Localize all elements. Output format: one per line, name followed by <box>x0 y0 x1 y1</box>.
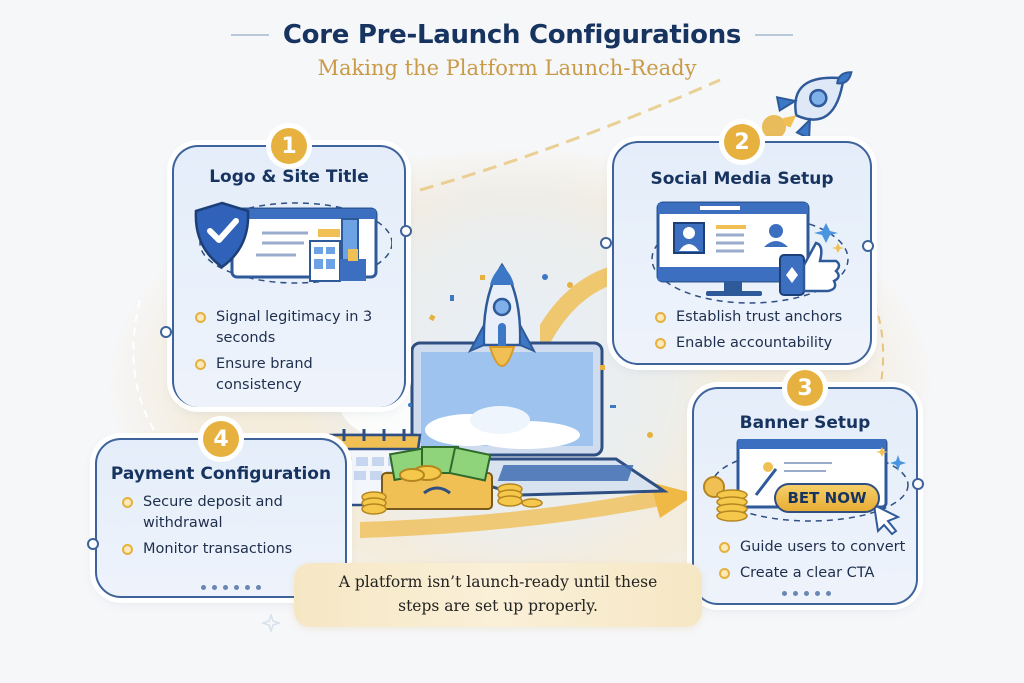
bullet-item: Create a clear CTA <box>716 563 916 584</box>
connector-node <box>862 240 874 252</box>
page-title: Core Pre-Launch Configurations <box>282 20 742 50</box>
bullet-item: Secure deposit and withdrawal <box>119 492 339 534</box>
laptop-rocket-calendar-cash-icon <box>320 262 669 515</box>
connector-node <box>160 326 172 338</box>
connector-node <box>912 478 924 490</box>
bullet-list: Establish trust anchors Enable accountab… <box>652 307 872 359</box>
bullet-item: Enable accountability <box>652 333 872 354</box>
title-rule-right <box>755 34 794 36</box>
rocket-icon <box>762 71 853 140</box>
connector-node <box>87 538 99 550</box>
step-badge-1: 1 <box>271 128 307 164</box>
bet-now-button[interactable]: BET NOW <box>774 483 880 513</box>
bullet-dot-icon <box>195 359 206 370</box>
page-subtitle: Making the Platform Launch-Ready <box>317 56 697 80</box>
card-title: Social Media Setup <box>650 169 834 189</box>
bullet-item: Establish trust anchors <box>652 307 872 328</box>
bullet-item: Signal legitimacy in 3 seconds <box>192 307 402 349</box>
title-rule-left <box>230 34 269 36</box>
bullet-item: Monitor transactions <box>119 539 339 560</box>
card-logo-site-title: 1 Logo & Site Title Signal legitimacy in… <box>172 128 406 407</box>
card-payment-configuration: 4 Payment Configuration Secure deposit a… <box>95 421 347 598</box>
pagination-dots <box>201 585 261 590</box>
bullet-dot-icon <box>655 312 666 323</box>
footer-note-line-1: A platform isn’t launch-ready until thes… <box>338 573 658 591</box>
bullet-dot-icon <box>655 338 666 349</box>
bullet-dot-icon <box>719 568 730 579</box>
bullet-list: Guide users to convert Create a clear CT… <box>716 537 916 589</box>
bullet-list: Secure deposit and withdrawal Monitor tr… <box>119 492 339 565</box>
card-title: Payment Configuration <box>110 464 332 484</box>
card-social-media-setup: 2 Social Media Setup Establish trust anc… <box>612 124 872 365</box>
bullet-dot-icon <box>719 542 730 553</box>
connector-node <box>400 225 412 237</box>
bullet-item: Guide users to convert <box>716 537 916 558</box>
connector-node <box>600 237 612 249</box>
footer-note-line-2: steps are set up properly. <box>398 597 598 615</box>
monitor-profile-thumbs-up-icon <box>651 201 849 304</box>
bullet-dot-icon <box>122 544 133 555</box>
pagination-dots <box>782 591 831 596</box>
bullet-dot-icon <box>195 312 206 323</box>
sparkle-icon <box>262 614 280 632</box>
card-banner-setup: 3 Banner Setup BET NOW Guide users to co… <box>692 370 918 605</box>
card-title: Logo & Site Title <box>209 167 369 187</box>
step-badge-3: 3 <box>787 370 823 406</box>
shield-browser-buildings-icon <box>194 201 392 284</box>
step-badge-4: 4 <box>203 421 239 457</box>
footer-note: A platform isn’t launch-ready until thes… <box>294 563 702 627</box>
bullet-dot-icon <box>122 497 133 508</box>
step-badge-2: 2 <box>724 124 760 160</box>
bullet-list: Signal legitimacy in 3 seconds Ensure br… <box>192 307 402 401</box>
header: Core Pre-Launch Configurations Making th… <box>0 20 1024 80</box>
card-title: Banner Setup <box>739 413 871 433</box>
bullet-item: Ensure brand consistency <box>192 354 402 396</box>
